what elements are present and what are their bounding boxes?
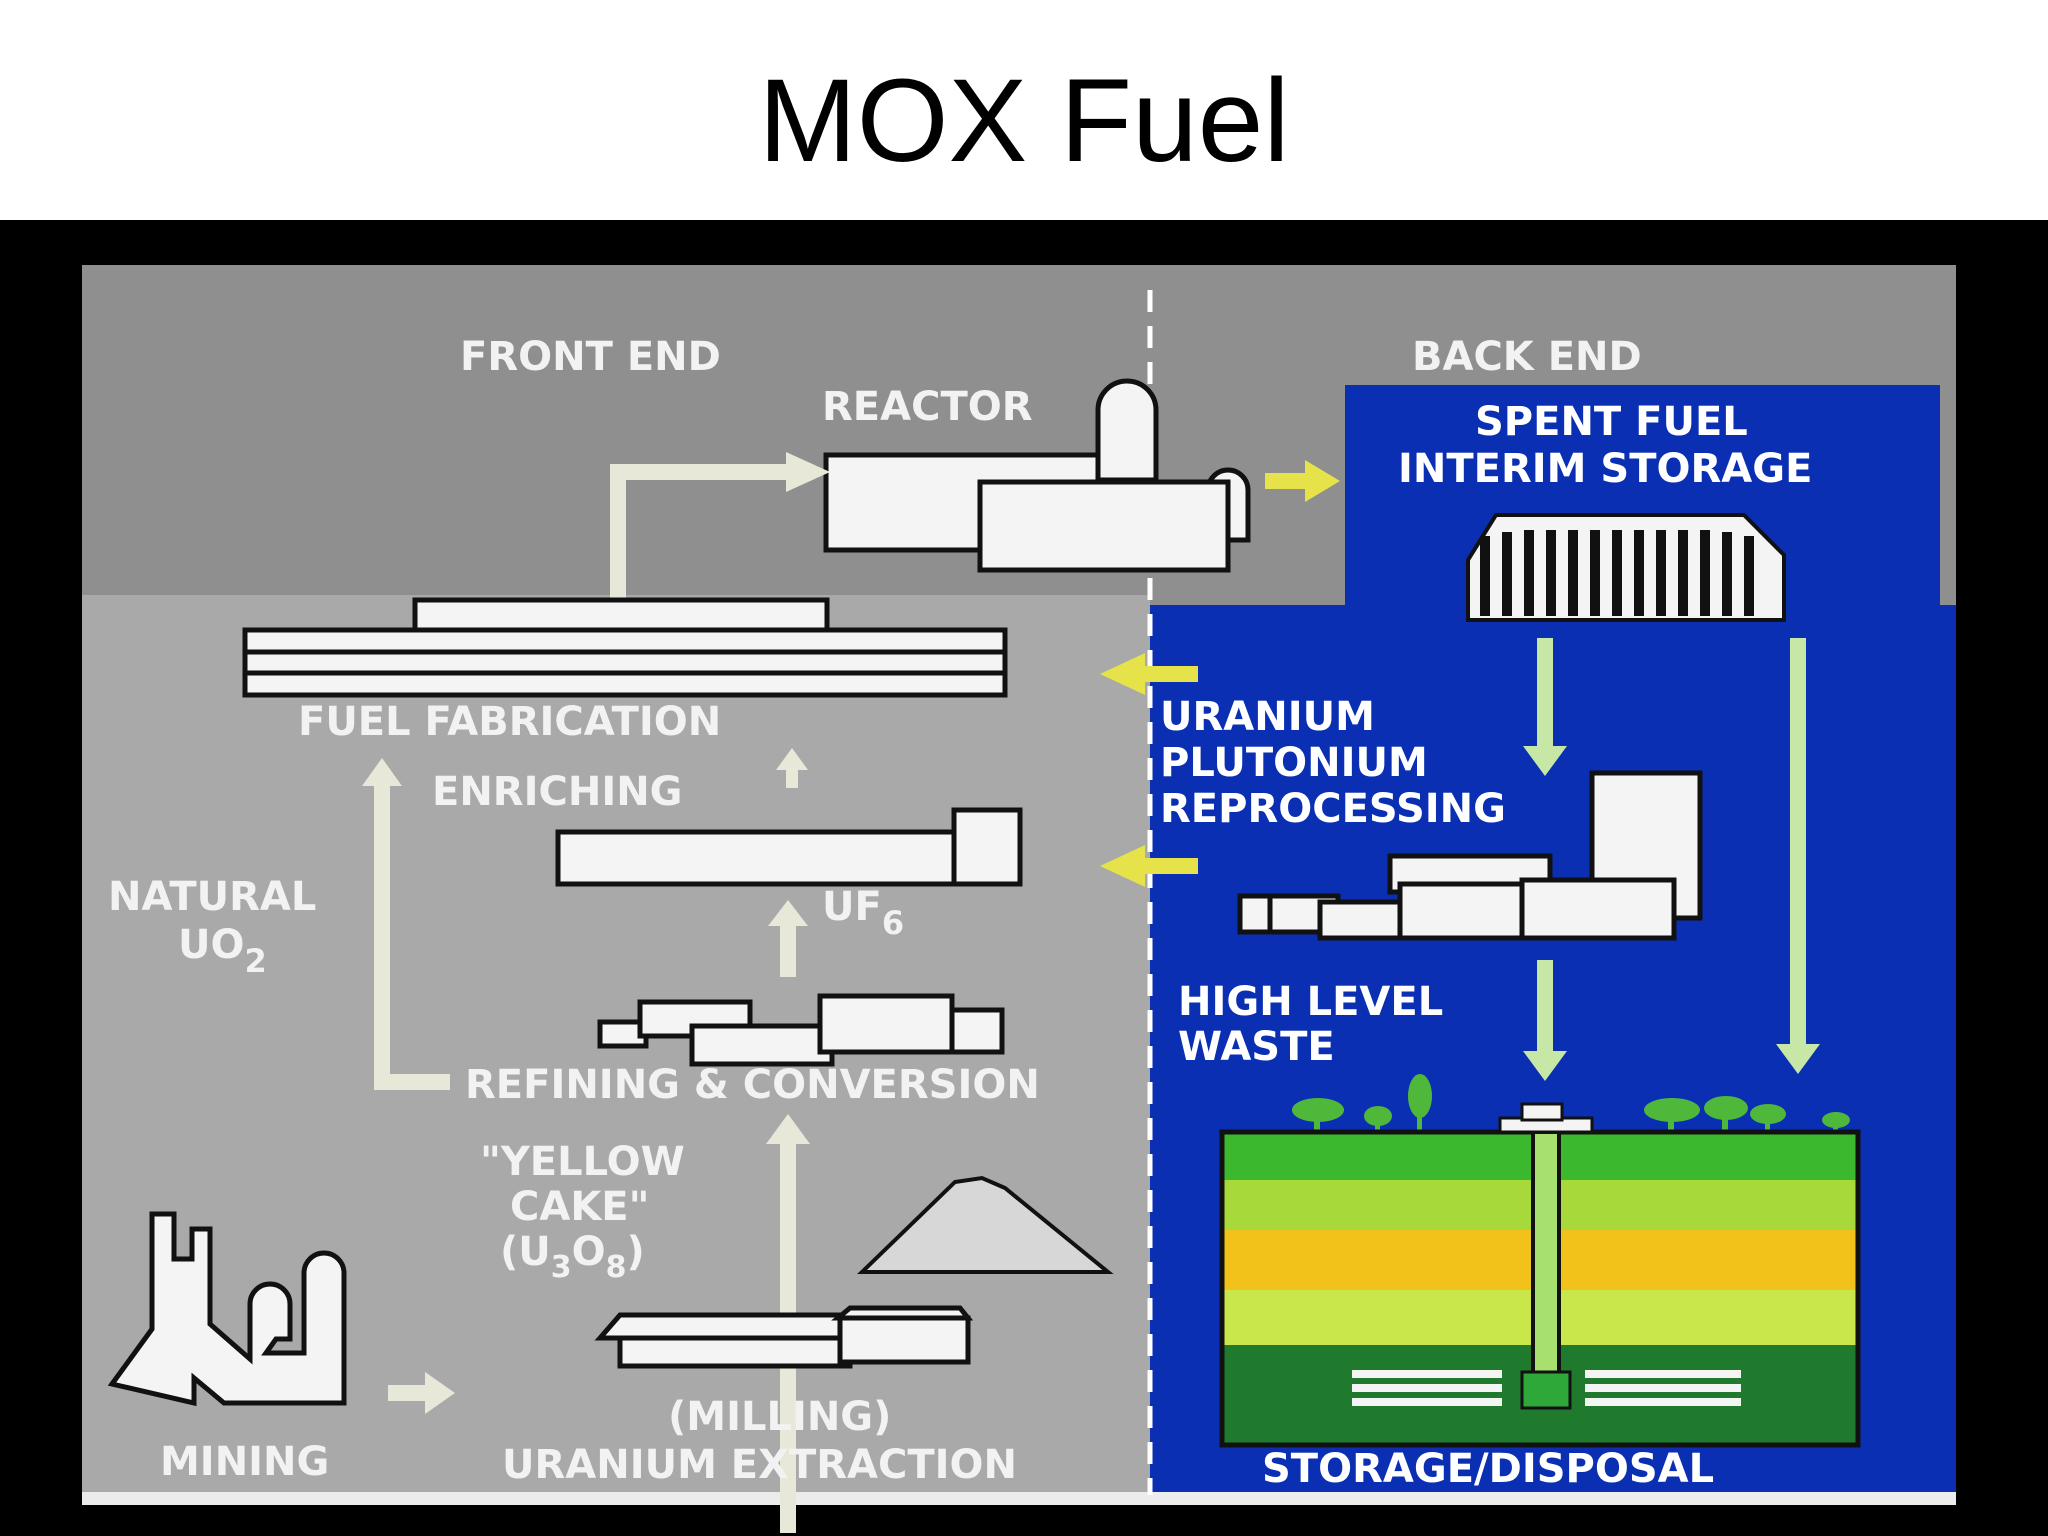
uo2-base: UO xyxy=(178,922,244,968)
nuclear-fuel-cycle-diagram: FRONT END BACK END REACTOR SPENT FUEL IN… xyxy=(82,265,1956,1533)
reactor-to-storage-arrowhead xyxy=(1305,460,1340,502)
reprocessing-to-enriching-arrow xyxy=(1142,858,1198,874)
storage-to-disposal-arrow xyxy=(1790,638,1806,1048)
mining-headframe-icon xyxy=(107,1211,347,1407)
enriching-to-fabrication-arrow xyxy=(786,768,798,788)
enrichment-plant-icon xyxy=(555,807,1023,887)
interim-storage-building-icon xyxy=(1466,513,1786,622)
formula-part-u: (U xyxy=(500,1229,551,1275)
natural-uo2-to-fabrication-arrowhead xyxy=(362,758,402,786)
reprocessing-to-fabrication-arrow xyxy=(1142,666,1198,682)
reprocessing-label-1: URANIUM xyxy=(1160,694,1375,740)
yellow-cake-line1: "YELLOW xyxy=(480,1139,685,1185)
high-level-waste-label-2: WASTE xyxy=(1178,1024,1335,1070)
formula-sub-3: 3 xyxy=(551,1250,572,1285)
uf6-label: UF6 xyxy=(822,884,904,942)
reactor-label: REACTOR xyxy=(822,384,1033,430)
reprocessing-to-enriching-arrowhead xyxy=(1100,845,1145,887)
yellow-cake-pile-icon xyxy=(857,1175,1114,1274)
yellow-cake-line2: CAKE" xyxy=(510,1184,649,1230)
formula-sub-8: 8 xyxy=(606,1250,627,1285)
enriching-label: ENRICHING xyxy=(432,769,683,815)
slide-title: MOX Fuel xyxy=(758,55,1290,187)
natural-uo2-to-fabrication-arrow xyxy=(374,782,450,1090)
conversion-to-enriching-arrowhead xyxy=(768,900,808,926)
storage-to-disposal-arrowhead xyxy=(1776,1044,1820,1074)
mining-to-extraction-arrowhead xyxy=(425,1372,455,1414)
mining-to-extraction-arrow xyxy=(388,1385,428,1401)
natural-label: NATURAL xyxy=(108,874,316,920)
front-end-label: FRONT END xyxy=(460,334,721,380)
uo2-subscript: 2 xyxy=(244,942,266,980)
reprocessing-label-2: PLUTONIUM xyxy=(1160,740,1428,786)
reprocessing-to-fabrication-arrowhead xyxy=(1100,653,1145,695)
uf6-subscript: 6 xyxy=(882,904,904,942)
spent-fuel-label-1: SPENT FUEL xyxy=(1475,399,1748,445)
enriching-to-fabrication-arrowhead xyxy=(776,748,808,770)
reprocessing-plant-icon xyxy=(1237,770,1703,941)
storage-to-reprocessing-arrow xyxy=(1537,638,1553,750)
uf6-base: UF xyxy=(822,884,882,930)
storage-to-reprocessing-arrowhead xyxy=(1523,746,1567,776)
conversion-to-enriching-arrow xyxy=(780,922,796,977)
reactor-building-icon xyxy=(823,378,1251,573)
yellow-cake-formula: (U3O8) xyxy=(500,1229,645,1285)
back-end-label: BACK END xyxy=(1412,334,1642,380)
uo2-label: UO2 xyxy=(178,922,267,980)
fabrication-to-reactor-arrowhead xyxy=(786,452,830,492)
formula-close: ) xyxy=(627,1229,645,1275)
spent-fuel-label-2: INTERIM STORAGE xyxy=(1398,446,1812,492)
refining-conversion-label: REFINING & CONVERSION xyxy=(465,1062,1040,1108)
reprocessing-label-3: REPROCESSING xyxy=(1160,786,1506,832)
trees-icon xyxy=(1292,1074,1850,1132)
milling-label: (MILLING) xyxy=(668,1394,891,1440)
mining-label: MINING xyxy=(160,1439,329,1485)
fuel-fabrication-plant-icon xyxy=(242,597,1008,698)
refining-plant-icon xyxy=(597,993,1005,1067)
fabrication-to-reactor-arrow xyxy=(610,464,790,600)
geologic-repository-icon xyxy=(1219,1102,1861,1448)
extraction-to-refining-arrowhead xyxy=(766,1114,810,1144)
bottom-strip xyxy=(82,1492,1956,1505)
fuel-fabrication-label: FUEL FABRICATION xyxy=(298,699,721,745)
high-level-waste-label-1: HIGH LEVEL xyxy=(1178,979,1443,1025)
video-frame: FRONT END BACK END REACTOR SPENT FUEL IN… xyxy=(0,220,2048,1536)
uranium-extraction-label: URANIUM EXTRACTION xyxy=(502,1442,1017,1488)
reprocessing-to-disposal-arrowhead xyxy=(1523,1051,1567,1081)
storage-disposal-label: STORAGE/DISPOSAL xyxy=(1262,1446,1714,1492)
milling-plant-icon xyxy=(594,1305,974,1369)
reactor-to-storage-arrow xyxy=(1265,473,1310,489)
formula-part-o: O xyxy=(572,1229,606,1275)
reprocessing-to-disposal-arrow xyxy=(1537,960,1553,1055)
